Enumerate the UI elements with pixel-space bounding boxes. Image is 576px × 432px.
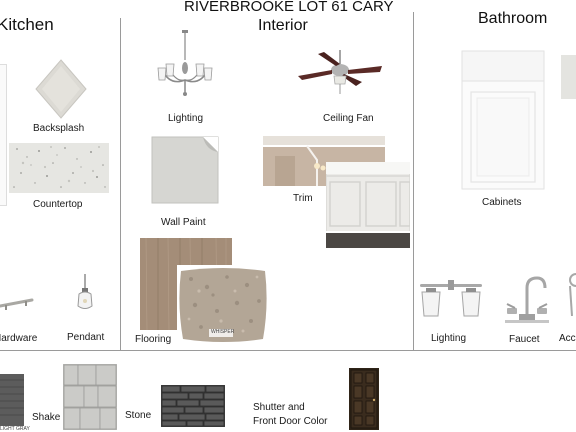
pendant-light-image bbox=[77, 274, 93, 309]
label-wall-paint: Wall Paint bbox=[161, 217, 206, 228]
section-title-bathroom: Bathroom bbox=[478, 10, 548, 27]
vanity-light-image bbox=[420, 280, 482, 317]
bathroom-cabinet-image bbox=[461, 50, 545, 190]
label-accessories: Accessories bbox=[559, 333, 576, 344]
shake-siding-image bbox=[63, 364, 117, 430]
kitchen-cabinet-edge bbox=[0, 64, 7, 206]
carpet-sample-image bbox=[177, 265, 269, 345]
label-ceiling-fan: Ceiling Fan bbox=[323, 113, 374, 124]
wainscoting-photo bbox=[326, 162, 410, 248]
label-pendant: Pendant bbox=[67, 332, 105, 343]
label-cabinets: Cabinets bbox=[482, 197, 522, 208]
label-backsplash: Backsplash bbox=[33, 123, 85, 134]
divider-bottom bbox=[0, 350, 576, 351]
label-shutter-line1: Shutter and bbox=[253, 402, 305, 413]
faucet-image bbox=[505, 276, 549, 323]
label-shutter-line2: Front Door Color bbox=[253, 416, 328, 427]
divider-left bbox=[120, 18, 121, 350]
label-hardware: Hardware bbox=[0, 333, 38, 344]
label-accessories-text: Accessories bbox=[559, 333, 576, 344]
label-countertop: Countertop bbox=[33, 199, 83, 210]
label-flooring: Flooring bbox=[135, 334, 172, 345]
siding-tag: LIGHT GRAY bbox=[0, 426, 30, 432]
label-faucet: Faucet bbox=[509, 334, 540, 345]
label-shake: Shake bbox=[32, 412, 61, 423]
chandelier-image bbox=[157, 30, 213, 96]
section-title-interior: Interior bbox=[258, 17, 308, 34]
front-door-image bbox=[349, 368, 379, 430]
label-trim: Trim bbox=[293, 193, 313, 204]
label-stone: Stone bbox=[125, 410, 152, 421]
hardware-pull-image bbox=[0, 298, 34, 310]
accessory-ring-image bbox=[569, 273, 576, 316]
backsplash-tile-image bbox=[35, 59, 87, 119]
countertop-sample-image bbox=[9, 143, 109, 193]
section-title-kitchen: Kitchen bbox=[0, 15, 54, 34]
divider-right bbox=[413, 12, 414, 350]
stone-veneer-image bbox=[161, 385, 225, 427]
wall-paint-swatch-image bbox=[151, 136, 219, 204]
siding-swatch-image bbox=[0, 374, 24, 426]
label-bathroom-lighting: Lighting bbox=[431, 333, 467, 344]
bathroom-mirror-edge bbox=[561, 55, 576, 99]
carpet-tag: WHISPER bbox=[211, 329, 235, 335]
ceiling-fan-image bbox=[298, 50, 382, 94]
page-title: RIVERBROOKE LOT 61 CARY bbox=[184, 0, 394, 15]
label-interior-lighting: Lighting bbox=[168, 113, 204, 124]
